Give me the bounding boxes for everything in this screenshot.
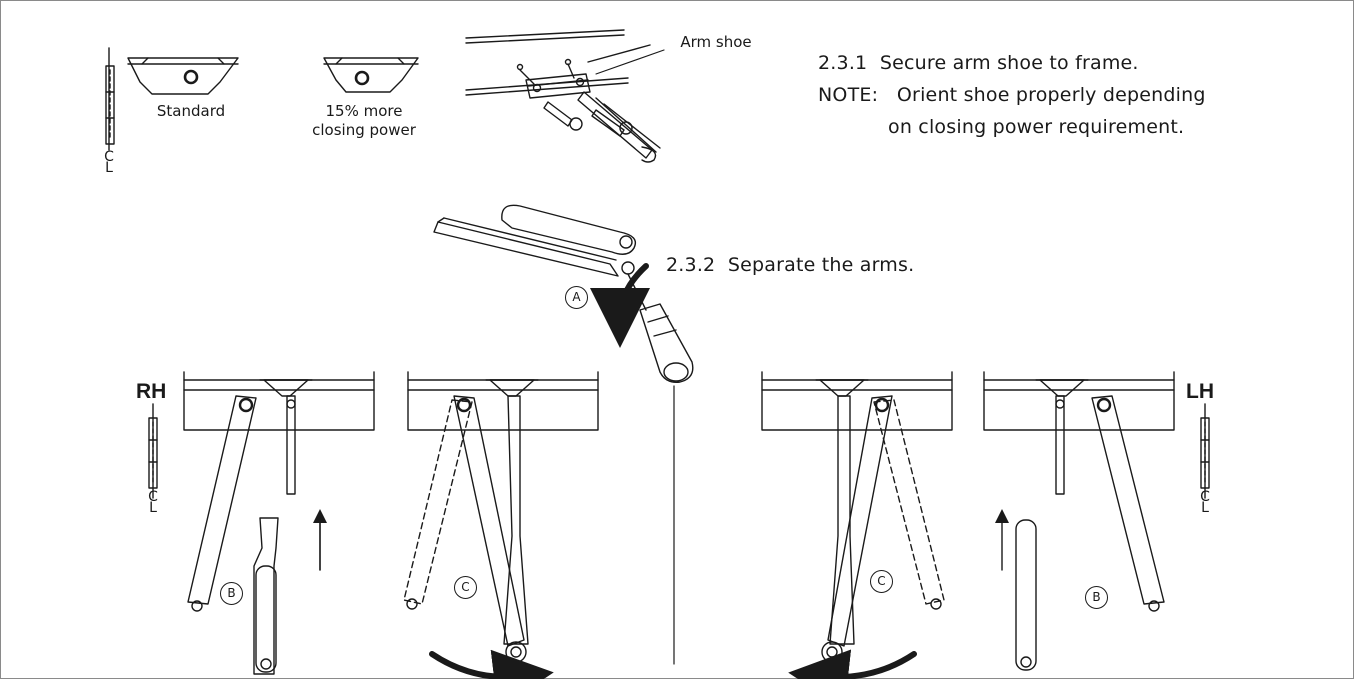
callout-c-lh: C [870, 570, 893, 593]
centerline-c-rh: C [148, 489, 158, 505]
step-2-3-2-number: 2.3.2 [666, 254, 716, 276]
more-power-line-2: closing power [312, 121, 416, 139]
shoe-standard [127, 57, 239, 95]
lh-label: LH [1186, 380, 1214, 403]
note-text-2: on closing power requirement. [888, 116, 1185, 138]
rh-closer-c [403, 371, 599, 663]
centerline-c-lh: C [1200, 489, 1210, 505]
step-2-3-2-text: Separate the arms. [727, 254, 915, 276]
step-2-3-1: 2.3.1 Secure arm shoe to frame. [818, 52, 1139, 74]
rh-label: RH [136, 380, 167, 403]
centerline-l-rh: L [149, 500, 157, 516]
hinge-symbol-top [105, 47, 115, 151]
arm-shoe-label: Arm shoe [680, 33, 752, 51]
screwdriver-and-arms [433, 204, 694, 383]
rotation-arrow-lh [788, 649, 917, 679]
callout-a: A [565, 286, 588, 309]
arm-shoe-leader [595, 49, 665, 75]
standard-label: Standard [156, 102, 226, 120]
note-line-1: NOTE: Orient shoe properly depending [818, 84, 1206, 106]
note-text-1: Orient shoe properly depending [896, 84, 1206, 106]
centerline-c-top: C [104, 149, 114, 165]
lh-closer-b [983, 371, 1175, 671]
hinge-symbol-rh [148, 403, 158, 499]
centerline-l-lh: L [1201, 500, 1209, 516]
hinge-symbol-lh [1200, 403, 1210, 499]
centerline-mark-lh: C L [1198, 489, 1212, 516]
rotation-arrow-rh [429, 649, 554, 679]
rotation-arrow-a [590, 263, 651, 348]
more-power-line-1: 15% more [325, 102, 403, 120]
callout-b-rh: B [220, 582, 243, 605]
step-2-3-1-text: Secure arm shoe to frame. [879, 52, 1139, 74]
step-2-3-2: 2.3.2 Separate the arms. [666, 254, 914, 276]
step-2-3-1-number: 2.3.1 [818, 52, 868, 74]
callout-b-lh: B [1085, 586, 1108, 609]
rh-closer-b [183, 371, 375, 675]
lh-closer-c [761, 371, 953, 663]
callout-c-rh: C [454, 576, 477, 599]
centerline-mark-rh: C L [146, 489, 160, 516]
more-power-label: 15% more closing power [298, 102, 430, 140]
shoe-more-power [323, 57, 419, 93]
frame-with-arm-shoe [465, 29, 661, 163]
centerline-l-top: L [105, 160, 113, 176]
centerline-mark-top: C L [102, 149, 116, 176]
note-label: NOTE: [818, 84, 879, 106]
